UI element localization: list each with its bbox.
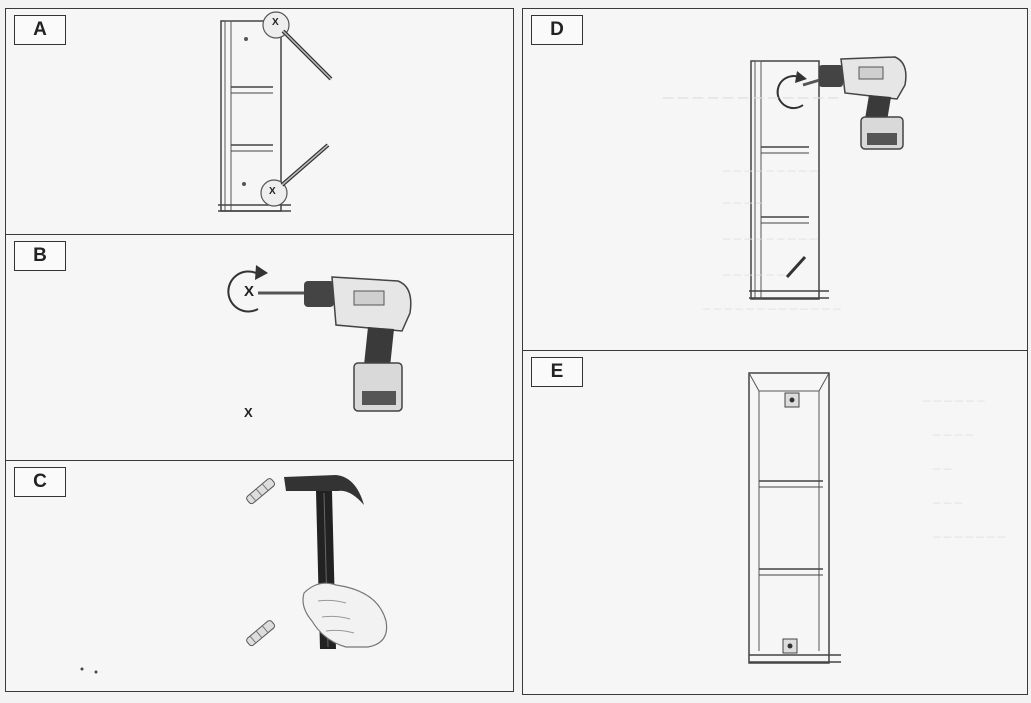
panel-a-top-mark: X [272, 17, 279, 28]
bleed-through-text: _ _ [933, 455, 952, 470]
bleed-through-text: _ _ _ [933, 489, 962, 504]
panel-label-a: A [14, 15, 66, 45]
shelf-with-drill-illustration [749, 56, 907, 300]
bleed-through-text: _ _ _ _ _ _ [923, 387, 985, 402]
bleed-through-text: _ _ _ _ _ _ _ [933, 523, 1006, 538]
panel-label-e: E [531, 357, 583, 387]
panel-label-b: B [14, 241, 66, 271]
drill-illustration [227, 265, 412, 412]
panel-c: C [5, 460, 514, 692]
bleed-through-text: _ _ _ _ [723, 189, 763, 204]
panel-a: A X X [5, 8, 514, 236]
wall-mark: X [244, 405, 253, 420]
panel-a-bottom-mark: X [269, 186, 276, 197]
shelf-with-pencil-illustration [218, 11, 333, 212]
bleed-through-text: _ _ _ _ _ _ [723, 261, 785, 276]
bleed-through-text: _ _ _ _ [933, 421, 973, 436]
bleed-through-text: _ _ _ _ _ _ _ _ _ _ _ _ [663, 79, 839, 99]
panel-d: D _ _ _ _ _ _ _ _ _ _ _ _ _ [522, 8, 1028, 352]
panel-b: B X X [5, 234, 514, 462]
drill-mark: X [244, 283, 255, 300]
panel-label-c: C [14, 467, 66, 497]
bleed-through-text: _ _ _ _ _ _ _ _ _ _ _ _ _ [703, 295, 841, 310]
shelf-mounted-illustration [748, 372, 841, 664]
hammer-illustration [80, 475, 388, 674]
panel-e: E _ _ _ _ _ _ _ _ _ _ _ _ _ _ _ _ _ _ _ … [522, 350, 1028, 695]
bleed-through-text: _ _ _ _ _ _ _ _ _ [723, 157, 817, 172]
bleed-through-text: _ _ _ _ _ _ _ _ _ [723, 225, 817, 240]
panel-label-d: D [531, 15, 583, 45]
